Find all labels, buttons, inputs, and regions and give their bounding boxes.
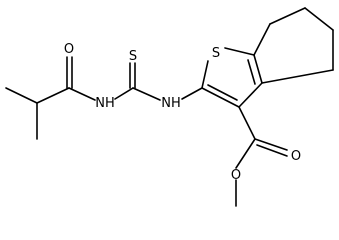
bond-carbonyl-nh xyxy=(68,87,96,101)
bond-ester-co-1 xyxy=(254,138,288,151)
bond-c4-c3a xyxy=(261,69,334,84)
bond-c7-c6 xyxy=(269,7,306,25)
bond-c7a-c7 xyxy=(253,23,271,56)
bond-c3-c2-2 xyxy=(207,84,238,101)
sulfur-ring-label: S xyxy=(212,46,220,61)
bond-thiocarbon-nh xyxy=(132,87,161,101)
bond-ester-co-2 xyxy=(256,144,288,157)
sulfur-thione-label: S xyxy=(129,49,137,64)
bond-c2-s1 xyxy=(201,60,209,89)
bond-c7a-c3a-2 xyxy=(247,59,256,85)
bond-c3a-c3 xyxy=(238,82,263,108)
bond-isopropyl-carbonyl xyxy=(36,87,70,104)
bond-ester-c-o xyxy=(235,138,256,169)
bond-nh-thiophene xyxy=(181,87,203,100)
bond-c3-ester-carbon xyxy=(238,106,256,140)
bond-c3-c2-1 xyxy=(201,87,240,108)
oxygen-ester-label: O xyxy=(231,168,241,183)
bond-c6-c5 xyxy=(304,7,334,31)
bond-s1-c7a xyxy=(224,47,255,56)
molecule-canvas: O NH S NH S O O xyxy=(5,7,334,207)
oxygen-carbonyl-label: O xyxy=(291,149,301,164)
bond-nh-thiocarbon xyxy=(114,87,134,100)
bond-methyl-top xyxy=(5,87,38,104)
nh-amide-label: NH xyxy=(95,96,115,111)
bond-c7a-c3a-1 xyxy=(253,54,263,84)
oxygen-amide-label: O xyxy=(64,42,74,57)
structure-drawing: O NH S NH S O O xyxy=(5,7,334,207)
nh-thioamide-label: NH xyxy=(161,96,181,111)
